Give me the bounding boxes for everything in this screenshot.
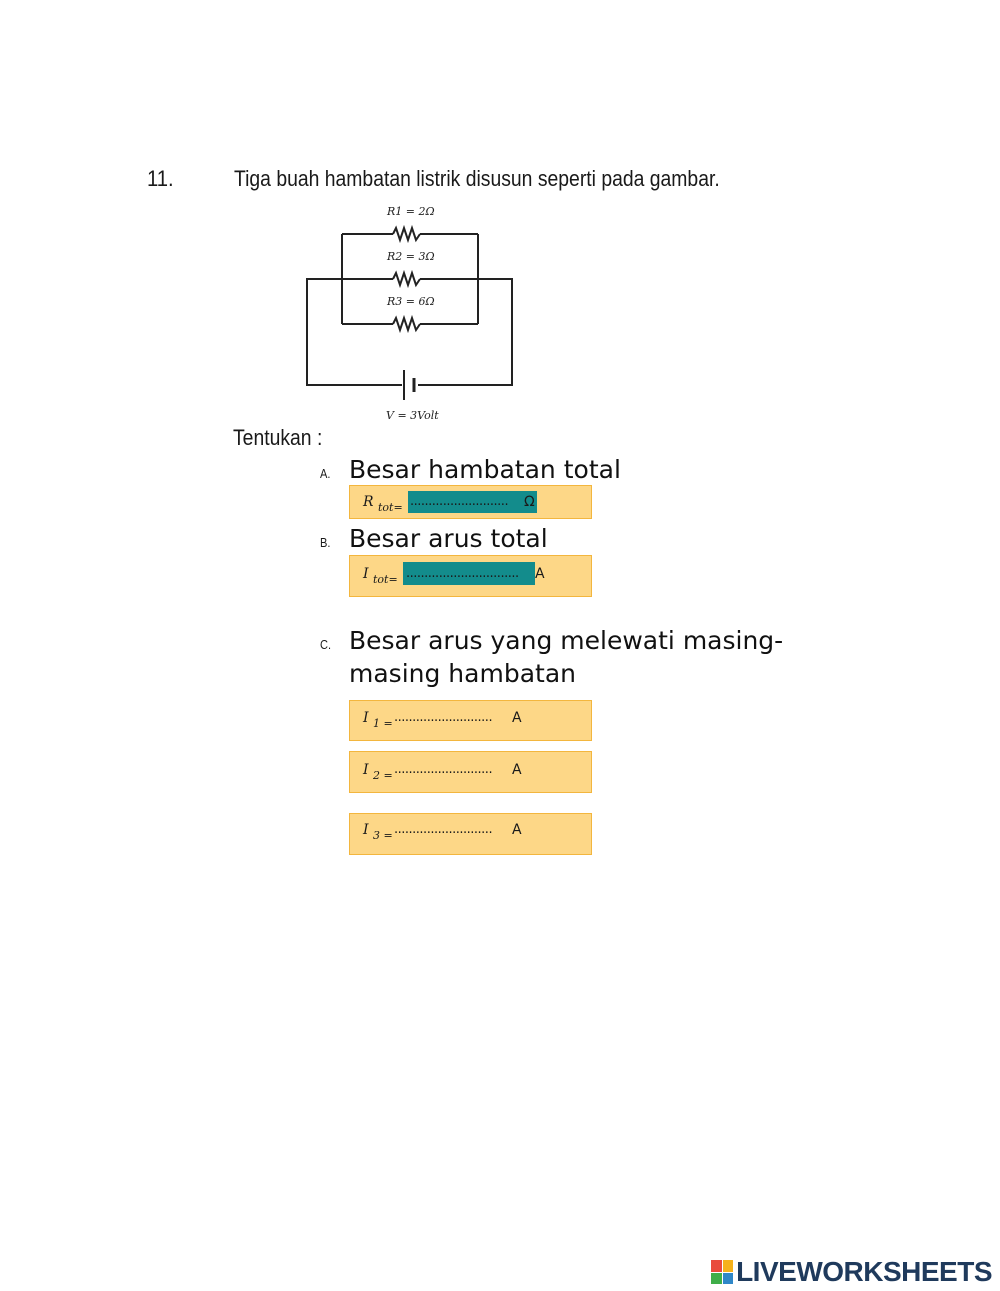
answer-unit: A [512, 710, 522, 726]
question-text: Tiga buah hambatan listrik disusun seper… [234, 166, 720, 191]
item-b-text: Besar arus total [349, 524, 548, 553]
answer-symbol: I 1 = [363, 710, 393, 730]
answer-box-itot: I tot= ............................... A [349, 555, 592, 597]
resistor-r3-icon [392, 314, 421, 334]
answer-box-i3: I 3 = ........................... A [349, 813, 592, 855]
liveworksheets-logo-icon [711, 1260, 734, 1284]
answer-unit: Ω [524, 494, 535, 510]
question-number: 11. [147, 166, 174, 191]
answer-dots: ............................... [406, 566, 519, 581]
answer-box-rtot: R tot= ........................... Ω [349, 485, 592, 519]
item-a-text: Besar hambatan total [349, 455, 621, 484]
voltage-label: V = 3Volt [386, 409, 439, 422]
answer-symbol: I 2 = [363, 762, 393, 782]
answer-box-i1: I 1 = ........................... A [349, 700, 592, 741]
itot-input-field[interactable] [403, 562, 535, 585]
answer-unit: A [512, 762, 522, 778]
answer-unit: A [512, 822, 522, 838]
answer-dots: ........................... [394, 762, 493, 777]
answer-dots: ........................... [394, 710, 493, 725]
r1-label: R1 = 2Ω [386, 205, 435, 218]
answer-dots: ........................... [394, 822, 493, 837]
answer-dots: ........................... [410, 494, 509, 509]
r3-label: R3 = 6Ω [386, 295, 435, 308]
item-b-letter: B. [320, 535, 331, 550]
rtot-input-field[interactable] [408, 491, 537, 513]
resistor-r1-icon [392, 224, 421, 244]
logo-text: LIVEWORKSHEETS [736, 1256, 992, 1287]
answer-unit: A [535, 566, 545, 582]
item-c-letter: C. [320, 637, 332, 652]
resistor-r2-icon [392, 269, 421, 289]
instruction-text: Tentukan : [233, 425, 323, 450]
circuit-diagram: R1 = 2Ω R2 = 3Ω R3 = 6Ω V = 3Volt [306, 205, 513, 422]
answer-symbol: I 3 = [363, 822, 393, 842]
answer-symbol: R tot= [363, 494, 403, 514]
answer-box-i2: I 2 = ........................... A [349, 751, 592, 793]
item-a-letter: A. [320, 466, 331, 481]
item-c-text: Besar arus yang melewati masing-masing h… [349, 626, 784, 688]
r2-label: R2 = 3Ω [386, 250, 435, 263]
liveworksheets-logo: LIVEWORKSHEETS [711, 1256, 992, 1288]
answer-symbol: I tot= [363, 566, 398, 586]
